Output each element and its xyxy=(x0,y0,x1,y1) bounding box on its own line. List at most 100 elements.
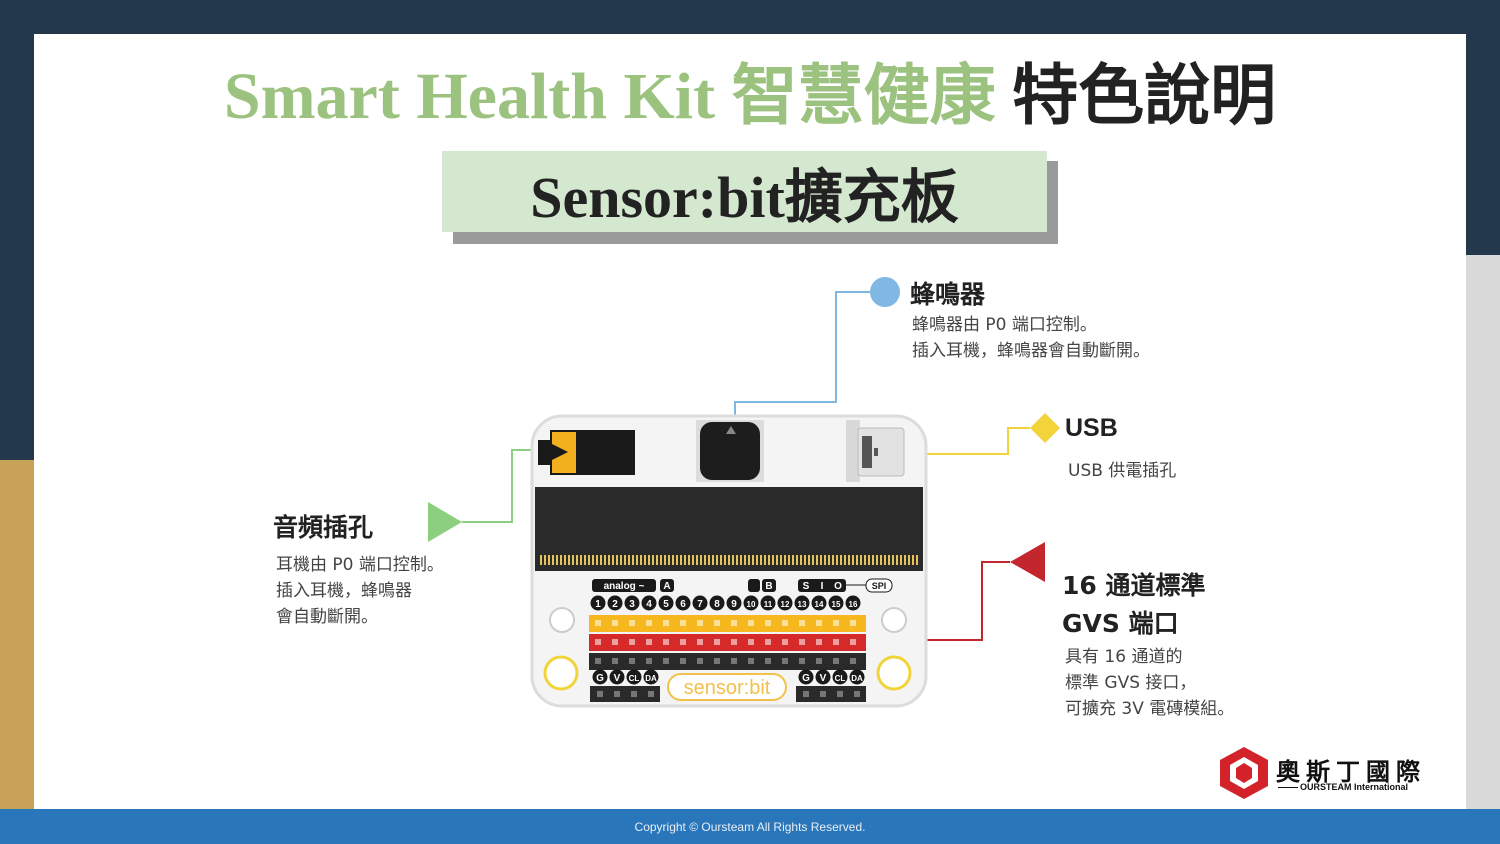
board-label-analog: analog ~ xyxy=(604,581,645,592)
slot-tooth xyxy=(548,555,550,565)
gvcd-pin xyxy=(597,691,603,697)
gvcd-badge xyxy=(626,669,642,685)
slot-tooth xyxy=(672,555,674,565)
gvcd-label: G xyxy=(596,673,604,684)
gvcd-badge xyxy=(798,669,814,685)
header-pin xyxy=(629,620,635,626)
pin-number-label: 8 xyxy=(714,599,720,610)
gvcd-badge xyxy=(592,669,608,685)
slot-tooth xyxy=(748,555,750,565)
slot-tooth xyxy=(696,555,698,565)
slot-tooth xyxy=(768,555,770,565)
header-pin xyxy=(850,658,856,664)
slot-tooth xyxy=(736,555,738,565)
slot-tooth xyxy=(652,555,654,565)
header-pin xyxy=(765,658,771,664)
slot-tooth xyxy=(588,555,590,565)
usb-title: USB xyxy=(1065,414,1118,442)
slot-teeth xyxy=(540,555,918,565)
pin-number-label: 14 xyxy=(815,600,824,609)
slot-tooth xyxy=(580,555,582,565)
gvcd-pin xyxy=(614,691,620,697)
gvcd-label: DA xyxy=(851,674,863,683)
header-pin xyxy=(850,620,856,626)
header-pin xyxy=(595,620,601,626)
slot-tooth xyxy=(604,555,606,565)
header-pin xyxy=(697,658,703,664)
gvcd-badge xyxy=(609,669,625,685)
header-pin xyxy=(833,620,839,626)
header-pin xyxy=(748,658,754,664)
gvcd-pin-strip xyxy=(796,686,866,702)
buzzer-connector-line xyxy=(734,291,872,422)
footer-bar: Copyright © Oursteam All Rights Reserved… xyxy=(0,809,1500,844)
slot-tooth xyxy=(700,555,702,565)
slot-tooth xyxy=(808,555,810,565)
pin-number-badge xyxy=(811,595,827,611)
slot-tooth xyxy=(692,555,694,565)
pin-number-badge xyxy=(641,595,657,611)
mount-hole xyxy=(881,607,907,633)
header-pin xyxy=(697,639,703,645)
slot-tooth xyxy=(776,555,778,565)
board-label-b: B xyxy=(765,581,772,592)
slot-tooth xyxy=(644,555,646,565)
pin-number-badge xyxy=(658,595,674,611)
slot-tooth xyxy=(680,555,682,565)
slot-tooth xyxy=(564,555,566,565)
slot-tooth xyxy=(648,555,650,565)
buzzer-desc-2: 插入耳機，蜂鳴器會自動斷開。 xyxy=(912,341,1150,361)
mount-hole-large xyxy=(543,655,579,691)
slot-tooth xyxy=(572,555,574,565)
slot-tooth xyxy=(812,555,814,565)
slot-tooth xyxy=(568,555,570,565)
slot-tooth xyxy=(816,555,818,565)
slot-tooth xyxy=(684,555,686,565)
gvs-desc-1: 具有 16 通道的 xyxy=(1065,647,1183,667)
slot-tooth xyxy=(544,555,546,565)
header-pin xyxy=(765,620,771,626)
pin-number-label: 7 xyxy=(697,599,703,610)
slot-tooth xyxy=(804,555,806,565)
logo-divider xyxy=(1278,787,1298,788)
pin-number-label: 3 xyxy=(629,599,635,610)
slot-tooth xyxy=(844,555,846,565)
gvcd-label: CL xyxy=(835,674,846,683)
gvs-desc-2: 標準 GVS 接口， xyxy=(1065,673,1197,693)
board-brand: sensor:bit xyxy=(684,677,771,699)
header-pin xyxy=(663,639,669,645)
background-accent-left xyxy=(0,460,40,820)
slot-tooth xyxy=(824,555,826,565)
slot-tooth xyxy=(916,555,918,565)
header-pin xyxy=(646,620,652,626)
slot-tooth xyxy=(660,555,662,565)
logo-name-en: OURSTEAM International xyxy=(1300,782,1409,792)
header-pin xyxy=(748,620,754,626)
pin-number-label: 10 xyxy=(747,600,756,609)
pin-number-badge xyxy=(760,595,776,611)
gvcd-label: G xyxy=(802,673,810,684)
header-pin xyxy=(629,639,635,645)
slot-tooth xyxy=(712,555,714,565)
footer-copyright: Copyright © Oursteam All Rights Reserved… xyxy=(634,819,866,834)
pin-number-badge xyxy=(828,595,844,611)
slot-tooth xyxy=(632,555,634,565)
header-pin xyxy=(646,639,652,645)
slot-tooth xyxy=(720,555,722,565)
header-pin xyxy=(731,658,737,664)
slot-tooth xyxy=(592,555,594,565)
buzzer-component xyxy=(700,422,760,480)
slot-tooth xyxy=(708,555,710,565)
title-zh-dark: 特色說明 xyxy=(1012,60,1277,133)
slot-tooth xyxy=(688,555,690,565)
oursteam-logo-icon xyxy=(1220,747,1268,799)
header-pin xyxy=(612,639,618,645)
slot-tooth xyxy=(832,555,834,565)
usb-marker-icon xyxy=(1030,413,1060,443)
gvcd-label: V xyxy=(614,673,621,684)
board-label-a: A xyxy=(663,581,670,592)
slot-tooth xyxy=(664,555,666,565)
gvcd-label: CL xyxy=(629,674,640,683)
slot-tooth xyxy=(616,555,618,565)
pin-number-badge xyxy=(590,595,606,611)
